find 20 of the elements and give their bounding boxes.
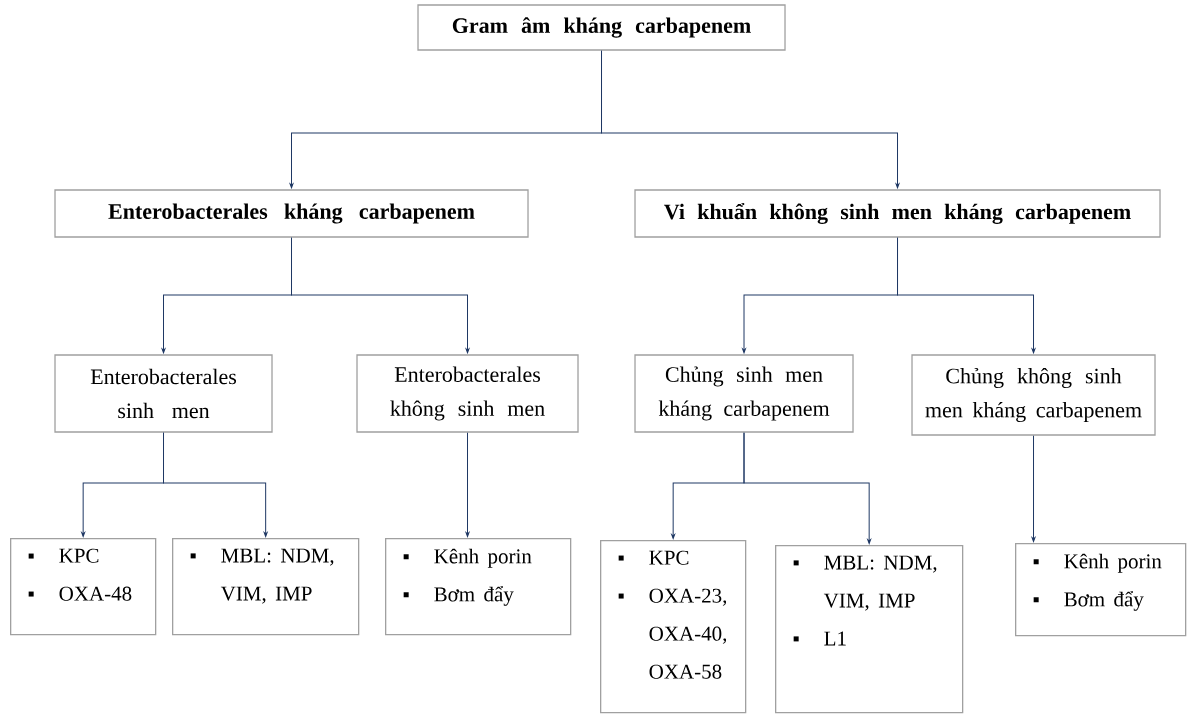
category-box: Chủng sinh men kháng carbapenem xyxy=(634,354,854,433)
arrow xyxy=(291,237,470,354)
list-box: KPC OXA-48 xyxy=(10,538,157,636)
category-box: Enterobacterales kháng carbapenem xyxy=(54,189,529,238)
list-box: Kênh porin Bơm đẩy xyxy=(385,538,572,636)
list-box: MBL: NDM, VIM, IMP L1 xyxy=(775,545,964,714)
category-box: Enterobacterales sinh men xyxy=(54,354,273,433)
category-box: Enterobacterales không sinh men xyxy=(356,354,579,433)
arrow xyxy=(163,432,268,537)
list-box: KPC OXA-23, OXA-40, OXA-58 xyxy=(600,540,747,714)
arrow xyxy=(1031,435,1036,542)
list-box: MBL: NDM, VIM, IMP xyxy=(172,538,360,636)
arrow xyxy=(897,237,1036,354)
category-box: Gram âm kháng carbapenem xyxy=(417,4,786,51)
list-box: Kênh porin Bơm đẩy xyxy=(1015,543,1187,637)
category-box: Chủng không sinh men kháng carbapenem xyxy=(911,354,1156,436)
arrow xyxy=(743,432,872,544)
category-box: Vi khuẩn không sinh men kháng carbapenem xyxy=(634,189,1161,238)
arrow xyxy=(601,50,900,189)
arrow xyxy=(465,432,470,537)
